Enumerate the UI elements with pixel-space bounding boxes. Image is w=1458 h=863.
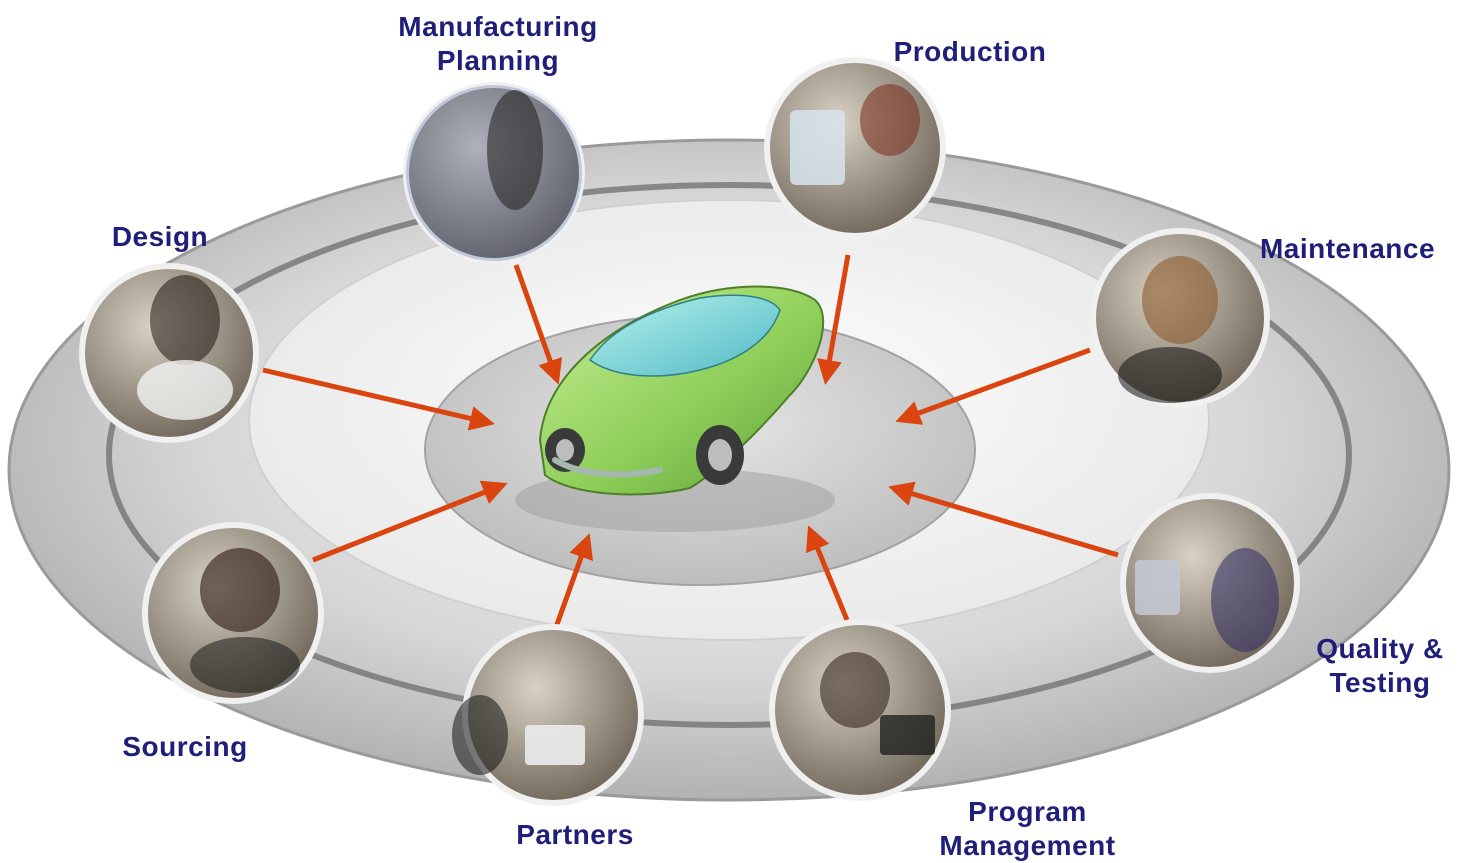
orbit-track: [106, 182, 1352, 728]
arrow-manufacturing-planning: [513, 264, 563, 385]
node-photo-manufacturing-planning: [403, 82, 585, 264]
car-model: [515, 285, 835, 532]
node-photo-maintenance: [1090, 228, 1270, 408]
label-quality-testing: Quality & Testing: [1316, 633, 1444, 698]
node-photo-quality-testing: [1120, 493, 1300, 673]
arrow-partners: [552, 533, 594, 631]
label-sourcing: Sourcing: [122, 731, 248, 762]
label-maintenance: Maintenance: [1259, 233, 1436, 264]
node-photo-program-management: [769, 619, 951, 801]
label-design: Design: [111, 221, 209, 252]
node-photo-production: [764, 57, 946, 239]
node-photo-partners: [452, 624, 644, 806]
label-partners: Partners: [516, 819, 634, 850]
label-manufacturing-planning: Manufacturing Planning: [398, 11, 598, 76]
arrow-quality-testing: [888, 481, 1119, 558]
label-production: Production: [893, 36, 1047, 67]
label-program-management: Program Management: [939, 796, 1116, 861]
arrow-design: [262, 367, 495, 431]
arrow-production: [817, 254, 851, 385]
arrow-program-management: [806, 525, 850, 621]
arrow-sourcing: [312, 480, 508, 563]
flow-arrows: [262, 254, 1119, 631]
node-photo-sourcing: [142, 522, 324, 704]
node-photo-design: [79, 263, 259, 443]
arrow-maintenance: [895, 347, 1091, 425]
